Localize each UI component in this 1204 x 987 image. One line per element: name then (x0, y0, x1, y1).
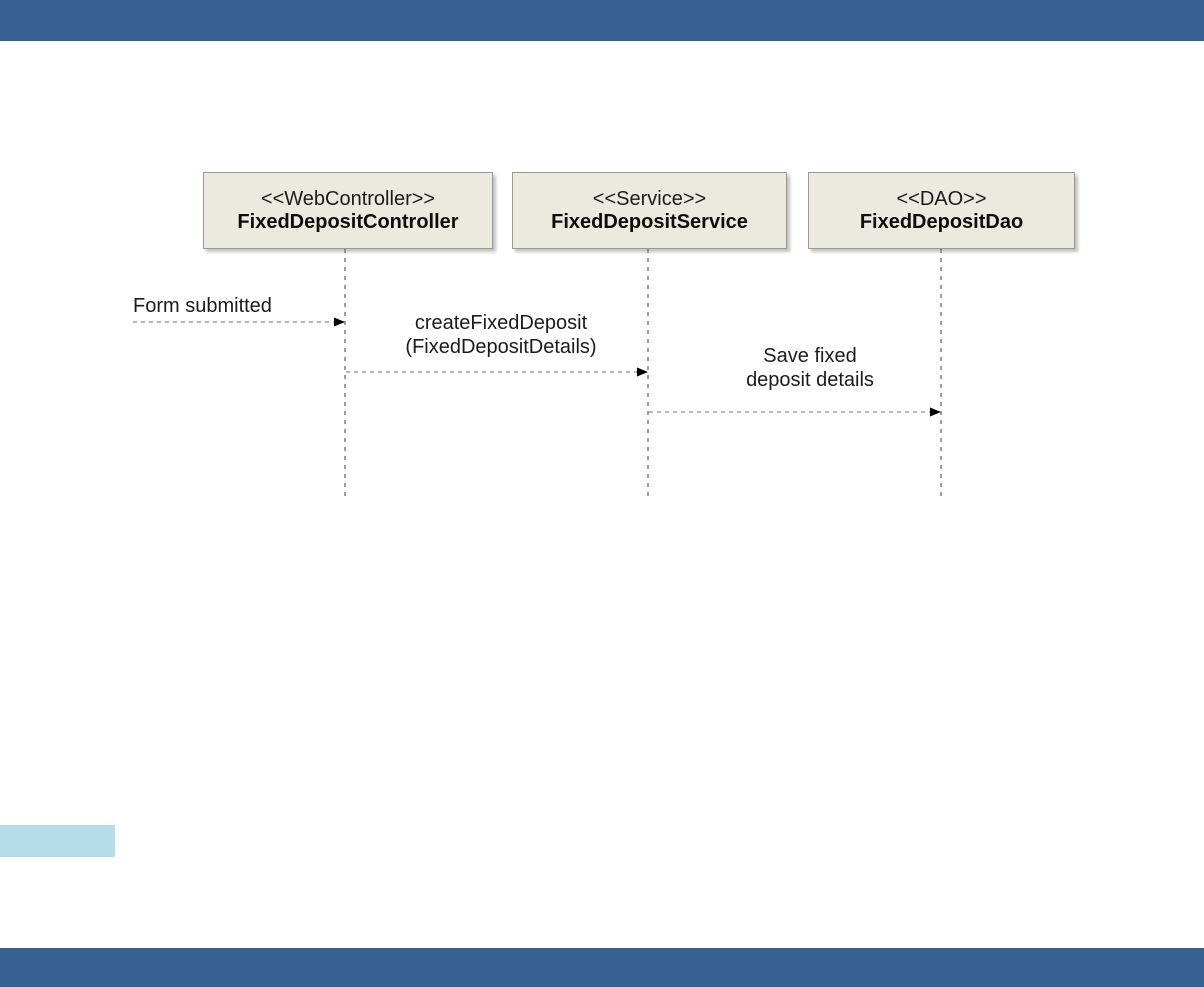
participant-box-fixed-deposit-dao[interactable]: <<DAO>> FixedDepositDao (808, 172, 1075, 249)
slide-accent-chip (0, 825, 115, 857)
participant-name: FixedDepositController (237, 210, 459, 233)
slide-bottom-band (0, 948, 1204, 987)
participant-name: FixedDepositDao (859, 210, 1024, 233)
message-label-create-fixed-deposit: createFixedDeposit (FixedDepositDetails) (405, 312, 597, 358)
message-label-save-fixed-deposit-details: Save fixed deposit details (746, 345, 874, 391)
participant-stereotype: <<WebController>> (260, 188, 436, 211)
participant-box-fixed-deposit-controller[interactable]: <<WebController>> FixedDepositController (203, 172, 493, 249)
message-label-form-submitted: Form submitted (133, 295, 272, 317)
participant-name: FixedDepositService (551, 210, 748, 233)
slide-top-band (0, 0, 1204, 41)
participant-stereotype: <<Service>> (592, 188, 707, 211)
participant-stereotype: <<DAO>> (896, 188, 987, 211)
participant-box-fixed-deposit-service[interactable]: <<Service>> FixedDepositService (512, 172, 787, 249)
